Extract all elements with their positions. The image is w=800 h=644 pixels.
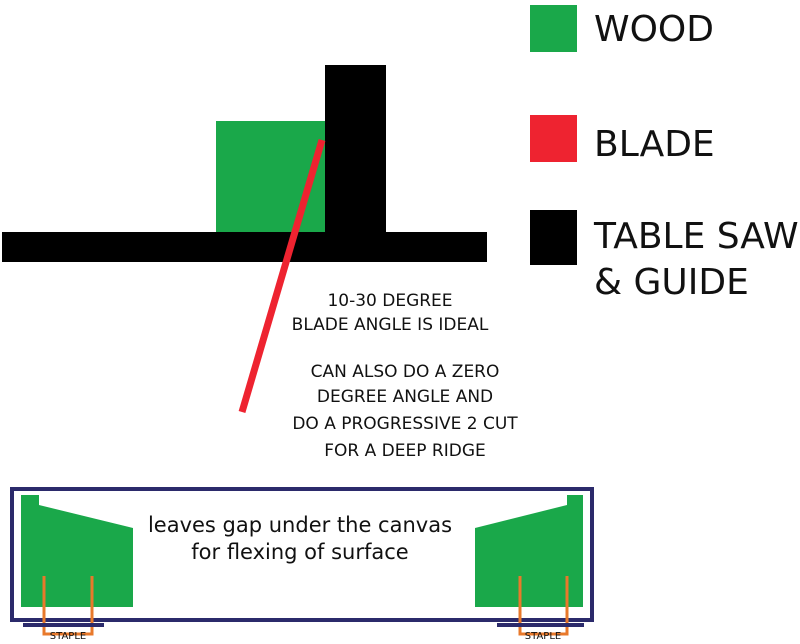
legend-swatch-saw [530, 210, 577, 265]
staple-label-left: STAPLE [49, 631, 87, 642]
staple-label-right: STAPLE [524, 631, 562, 642]
legend-label-blade: BLADE [594, 124, 715, 165]
saw-table [2, 232, 487, 262]
legend-label-saw: TABLE SAW & GUIDE [594, 216, 799, 303]
left-stretcher-bar [21, 495, 133, 607]
legend-swatch-blade [530, 115, 577, 162]
alt-note-line1: CAN ALSO DO A ZERO [310, 362, 500, 382]
legend-swatch-wood [530, 5, 577, 52]
canvas-frame [10, 487, 594, 622]
saw-blade [238, 139, 326, 413]
angle-note-line2: BLADE ANGLE IS IDEAL [291, 315, 489, 335]
alt-note-line2: DEGREE ANGLE AND [316, 387, 494, 407]
left-staple [42, 576, 94, 636]
gap-caption-line1: leaves gap under the canvas [147, 513, 453, 537]
angle-note-line1: 10-30 DEGREE [327, 291, 453, 311]
alt-note-line3: DO A PROGRESSIVE 2 CUT [292, 414, 518, 434]
saw-fence [325, 65, 386, 236]
right-stretcher-bar [475, 495, 583, 607]
right-staple [518, 576, 569, 636]
gap-caption-line2: for flexing of surface [191, 540, 409, 564]
alt-note-line4: FOR A DEEP RIDGE [324, 441, 486, 461]
legend-label-wood: WOOD [594, 9, 714, 50]
